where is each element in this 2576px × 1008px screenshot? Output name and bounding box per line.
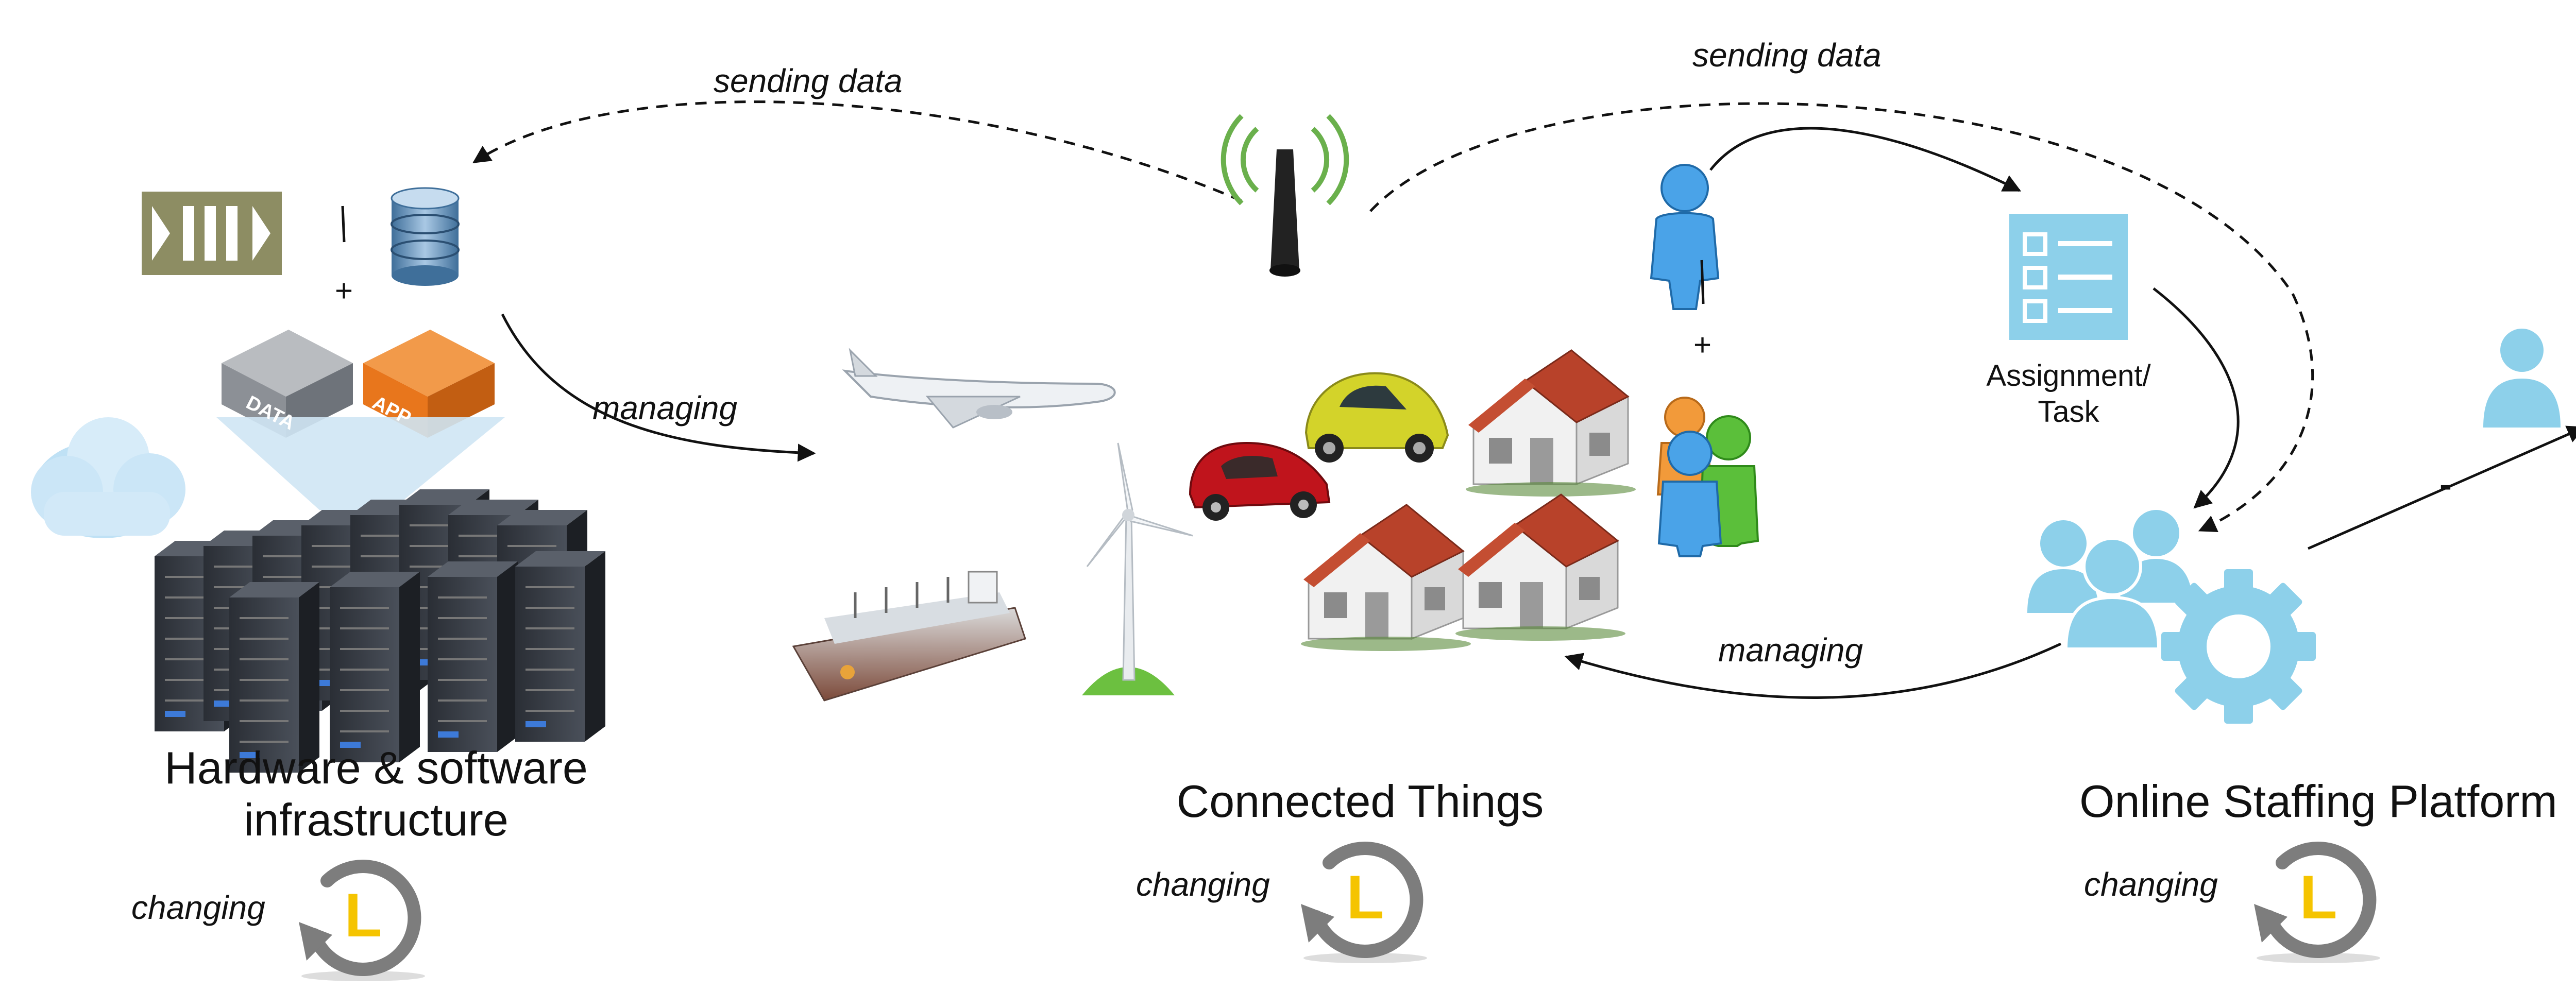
edge-label-managing-right: managing [1718,631,1863,669]
arrow-task-to-platform [2153,287,2240,509]
clock-icon-platform: L [2254,842,2380,963]
infrastructure-title: Hardware & software infrastructure [103,742,649,846]
platform-title: Online Staffing Platform [2079,776,2557,827]
house [1300,504,1472,652]
server-rack [514,550,606,743]
crowd-connector-line [1700,260,1705,304]
yellow-car-icon [1304,372,1449,463]
server-rack [329,571,421,763]
arrow-managing-right [1564,642,2062,699]
house [1454,493,1626,642]
clock-icon-things: L [1301,842,1427,963]
clock-letter: L [1346,863,1384,932]
ship-icon [792,571,1026,702]
people-group-icon [1656,397,1759,557]
antenna-icon [1221,114,1349,277]
cloud-icon [31,417,185,538]
gear-icon [2161,569,2316,724]
person-blue-icon [1650,164,1720,310]
airplane-icon [842,348,1116,429]
edge-label-sending-data-left: sending data [714,62,903,99]
clock-letter: L [2299,863,2337,932]
clock-icon-infrastructure: L [299,860,425,981]
assignment-task-label: Assignment/ Task [1947,358,2190,430]
infrastructure-title-line2: infrastructure [244,794,509,846]
server-rack [427,560,519,753]
infrastructure-title-line1: Hardware & software [164,742,588,793]
team-icon [2027,510,2192,651]
worker-icon [2483,329,2561,428]
arrow-crowd-to-task [1709,127,2022,192]
changing-label-infrastructure: changing [131,889,265,926]
arrow-platform-to-worker [2307,425,2576,550]
plus-sign-crowd: + [1693,328,1711,362]
arrow-managing-left [501,313,816,462]
changing-label-things: changing [1136,866,1270,903]
houses-icon [1300,349,1636,652]
conveyor-icon [142,192,282,275]
changing-label-platform: changing [2084,866,2218,903]
divider-line [341,206,346,243]
clock-letter: L [344,881,382,950]
database-icon [391,187,460,286]
edge-label-sending-data-right: sending data [1692,37,1882,74]
red-car-icon [1189,441,1331,521]
projection-glow [216,417,505,510]
wind-turbine-icon [1082,442,1193,695]
edge-label-managing-left: managing [592,389,738,426]
connected-things-title: Connected Things [1176,776,1544,827]
minus-sign-platform: - [2439,464,2452,505]
plus-sign-infrastructure: + [335,274,353,308]
server-racks-icon [155,488,606,774]
arrow-sending-data-left [472,100,1242,202]
assignment-label-line1: Assignment/ [1986,359,2151,392]
arrow-sending-data-right [1369,102,2314,533]
task-list-icon [2009,214,2128,340]
assignment-label-line2: Task [2038,395,2099,429]
